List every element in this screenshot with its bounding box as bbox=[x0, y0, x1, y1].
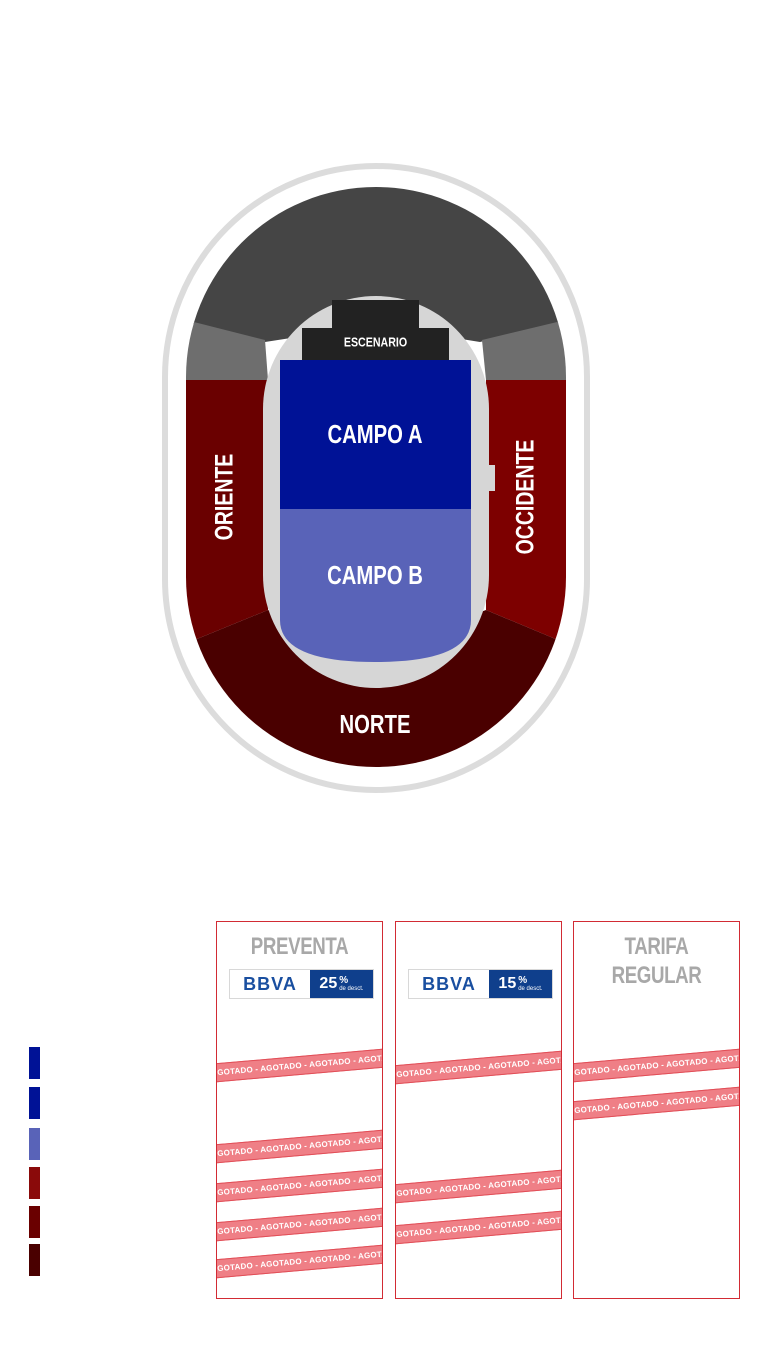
price-column-tarifa-regular: TARIFA REGULAR AGOTADO - AGOTADO - AGOTA… bbox=[573, 921, 740, 1299]
sold-out-banner: AGOTADO - AGOTADO - AGOTADO - AGOTADO - … bbox=[574, 1048, 739, 1083]
price-column-bbva-15: BBVA 15 % de desct. AGOTADO - AGOTADO - … bbox=[395, 921, 562, 1299]
sold-out-banner: AGOTADO - AGOTADO - AGOTADO - AGOTADO - … bbox=[217, 1168, 382, 1203]
percent-sign: % bbox=[339, 974, 349, 986]
discount-note: de desct. bbox=[339, 985, 364, 992]
legend-swatch-norte bbox=[29, 1244, 40, 1276]
bbva-logo: BBVA bbox=[422, 973, 476, 994]
bbva-discount: 15 % de desct. bbox=[489, 970, 552, 998]
bbva-logo: BBVA bbox=[243, 973, 297, 994]
discount-suffix: % de desct. bbox=[339, 974, 364, 993]
sold-out-banner: AGOTADO - AGOTADO - AGOTADO - AGOTADO - … bbox=[217, 1244, 382, 1279]
bbva-discount: 25 % de desct. bbox=[310, 970, 373, 998]
zone-occidente[interactable] bbox=[486, 380, 582, 650]
sold-out-banner: AGOTADO - AGOTADO - AGOTADO - AGOTADO - … bbox=[574, 1086, 739, 1121]
price-column-preventa: PREVENTA BBVA 25 % de desct. AGOTADO - A… bbox=[216, 921, 383, 1299]
sold-out-banner: AGOTADO - AGOTADO - AGOTADO - AGOTADO - … bbox=[396, 1050, 561, 1085]
sold-out-banner: AGOTADO - AGOTADO - AGOTADO - AGOTADO - … bbox=[217, 1207, 382, 1242]
discount-value: 15 bbox=[498, 975, 517, 992]
column-title-line-2: REGULAR bbox=[611, 962, 702, 989]
discount-note: de desct. bbox=[518, 985, 543, 992]
legend-swatch-campo-a-1 bbox=[29, 1047, 40, 1079]
stage bbox=[302, 328, 449, 360]
zone-occidente-label: OCCIDENTE bbox=[511, 440, 539, 555]
stadium-map: ESCENARIO CAMPO A CAMPO B ORIENTE OCCIDE… bbox=[162, 163, 590, 793]
sold-out-banner: AGOTADO - AGOTADO - AGOTADO - AGOTADO - … bbox=[396, 1169, 561, 1204]
column-title: PREVENTA bbox=[250, 933, 349, 960]
legend-swatch-occidente bbox=[29, 1167, 40, 1199]
discount-value: 25 bbox=[319, 975, 338, 992]
zone-general-left-wedge[interactable] bbox=[170, 316, 268, 380]
sold-out-banner: AGOTADO - AGOTADO - AGOTADO - AGOTADO - … bbox=[217, 1129, 382, 1164]
column-title-line-1: TARIFA bbox=[624, 933, 689, 960]
stage-label: ESCENARIO bbox=[344, 334, 407, 349]
stage-back bbox=[332, 300, 419, 332]
zone-oriente-label: ORIENTE bbox=[210, 454, 238, 541]
sold-out-banner: AGOTADO - AGOTADO - AGOTADO - AGOTADO - … bbox=[396, 1210, 561, 1245]
zone-campo-b-label: CAMPO B bbox=[327, 560, 423, 589]
zone-campo-a-label: CAMPO A bbox=[328, 419, 423, 448]
percent-sign: % bbox=[518, 974, 528, 986]
zone-campo-b[interactable] bbox=[280, 509, 471, 662]
side-gate bbox=[486, 465, 495, 491]
discount-suffix: % de desct. bbox=[518, 974, 543, 993]
legend-swatch-oriente bbox=[29, 1206, 40, 1238]
bbva-discount-badge: BBVA 25 % de desct. bbox=[229, 969, 374, 999]
sold-out-banner: AGOTADO - AGOTADO - AGOTADO - AGOTADO - … bbox=[217, 1048, 382, 1083]
legend-swatch-campo-b bbox=[29, 1128, 40, 1160]
bbva-discount-badge: BBVA 15 % de desct. bbox=[408, 969, 553, 999]
zone-campo-a[interactable] bbox=[280, 360, 471, 510]
zone-norte-label: NORTE bbox=[340, 709, 411, 738]
zone-oriente[interactable] bbox=[170, 380, 268, 650]
legend-swatch-campo-a-2 bbox=[29, 1087, 40, 1119]
zone-general-right-wedge[interactable] bbox=[482, 316, 582, 380]
